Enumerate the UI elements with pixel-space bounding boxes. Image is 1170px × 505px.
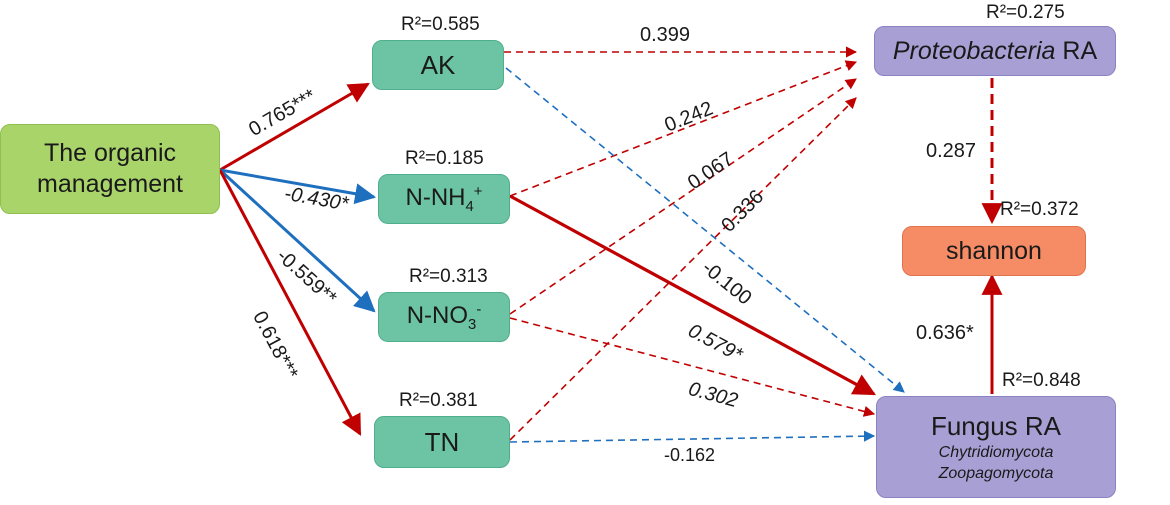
node-tn: TN <box>374 416 510 468</box>
organic-label-line1: The organic <box>43 139 177 167</box>
fungus-label: Fungus RA <box>930 411 1062 441</box>
edge-organic-tn <box>218 169 362 436</box>
shannon-label: shannon <box>946 236 1042 265</box>
r2-fungus: R²=0.848 <box>1002 370 1081 391</box>
edge-organic-nh4 <box>219 168 377 205</box>
r2-nh4: R²=0.185 <box>405 148 484 169</box>
edge-no3-fungus <box>509 317 876 417</box>
coef-proteo-shannon: 0.287 <box>926 140 977 162</box>
edge-nh4-proteo <box>509 60 858 197</box>
node-fungus-ra: Fungus RA Chytridiomycota Zoopagomycota <box>876 396 1116 498</box>
tn-label: TN <box>424 426 460 457</box>
node-nh4: N-NH4+ <box>378 174 510 224</box>
fungus-sub2: Zoopagomycota <box>938 465 1054 482</box>
organic-label-line2: management <box>37 170 183 198</box>
edge-organic-ak <box>219 82 370 172</box>
edge-tn-proteo <box>509 97 857 441</box>
coef-tn-fungus: -0.162 <box>664 445 716 465</box>
fungus-sub1: Chytridiomycota <box>938 444 1054 461</box>
edge-organic-no3 <box>218 168 376 313</box>
coef-ak-proteo: 0.399 <box>640 24 691 46</box>
node-organic-management: The organic management <box>0 124 220 214</box>
node-no3: N-NO3- <box>378 292 510 342</box>
ak-label: AK <box>420 49 456 80</box>
edge-tn-fungus <box>509 430 876 443</box>
r2-shannon: R²=0.372 <box>1000 199 1079 220</box>
coef-fungus-shannon: 0.636* <box>916 322 974 344</box>
edge-no3-proteo <box>509 78 857 315</box>
edge-ak-fungus <box>505 67 905 393</box>
proteobacteria-label: Proteobacteria RA <box>892 36 1098 65</box>
node-shannon: shannon <box>902 226 1086 276</box>
node-ak: AK <box>372 40 504 90</box>
edge-nh4-fungus <box>509 194 876 396</box>
no3-label: N-NO3- <box>406 301 482 333</box>
nh4-label: N-NH4+ <box>405 183 483 215</box>
node-proteobacteria-ra: Proteobacteria RA <box>874 26 1116 76</box>
r2-no3: R²=0.313 <box>409 266 488 287</box>
r2-ak: R²=0.585 <box>401 14 480 35</box>
r2-tn: R²=0.381 <box>399 390 478 411</box>
r2-proteobacteria: R²=0.275 <box>986 2 1065 23</box>
